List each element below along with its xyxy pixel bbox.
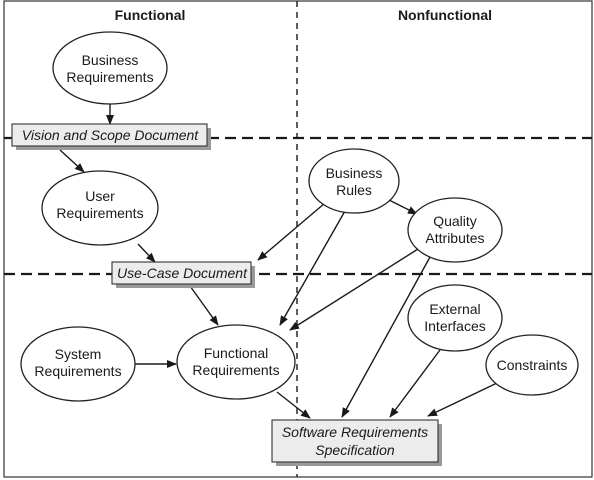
node-external-interfaces: External Interfaces — [407, 284, 503, 352]
diagram-frame — [3, 0, 593, 478]
node-label-line2: Requirements — [34, 363, 121, 379]
doc-srs: Software Requirements Specification — [271, 419, 442, 466]
node-business-rules: Business Rules — [308, 148, 400, 214]
arrow-usecase-to-functional — [189, 285, 219, 326]
arrow-functional-to-srs — [276, 391, 311, 419]
doc-label: Use-Case Document — [117, 265, 248, 281]
node-label-line2: Interfaces — [424, 318, 485, 334]
node-label-line1: External — [429, 301, 480, 317]
node-user-requirements: User Requirements — [41, 170, 159, 246]
arrow-external-to-srs — [389, 349, 441, 418]
doc-use-case: Use-Case Document — [111, 261, 255, 288]
node-label-line1: Functional — [204, 345, 269, 361]
arrow-quality-to-functional — [289, 248, 419, 331]
node-label-line1: Constraints — [497, 357, 568, 373]
node-constraints: Constraints — [485, 334, 579, 396]
node-label-line2: Requirements — [66, 69, 153, 85]
node-label-line1: Business — [82, 52, 139, 68]
doc-label: Vision and Scope Document — [22, 127, 200, 143]
arrow-vision-to-user — [59, 149, 85, 173]
node-label-line2: Requirements — [56, 205, 143, 221]
arrow-constraints-to-srs — [427, 382, 498, 417]
node-label-line2: Requirements — [192, 362, 279, 378]
node-business-requirements: Business Requirements — [52, 31, 168, 105]
arrow-quality-to-srs — [341, 256, 431, 418]
node-label-line1: Business — [326, 165, 383, 181]
doc-label-line2: Specification — [315, 442, 395, 458]
doc-label-line1: Software Requirements — [282, 424, 428, 440]
arrow-rules-to-functional — [279, 210, 346, 326]
node-label-line1: System — [55, 346, 102, 362]
heading-functional: Functional — [115, 7, 186, 23]
node-label-line2: Rules — [336, 182, 372, 198]
arrow-rules-to-quality — [386, 198, 418, 215]
node-label-line1: Quality — [433, 213, 477, 229]
node-quality-attributes: Quality Attributes — [407, 197, 503, 263]
node-label-line2: Attributes — [425, 230, 484, 246]
node-label-line1: User — [85, 188, 115, 204]
node-functional-requirements: Functional Requirements — [176, 324, 296, 400]
arrow-rules-to-usecase — [257, 202, 326, 261]
heading-nonfunctional: Nonfunctional — [398, 7, 492, 23]
doc-vision-scope: Vision and Scope Document — [11, 123, 211, 150]
node-system-requirements: System Requirements — [20, 326, 136, 402]
arrow-user-to-usecase — [137, 243, 156, 263]
